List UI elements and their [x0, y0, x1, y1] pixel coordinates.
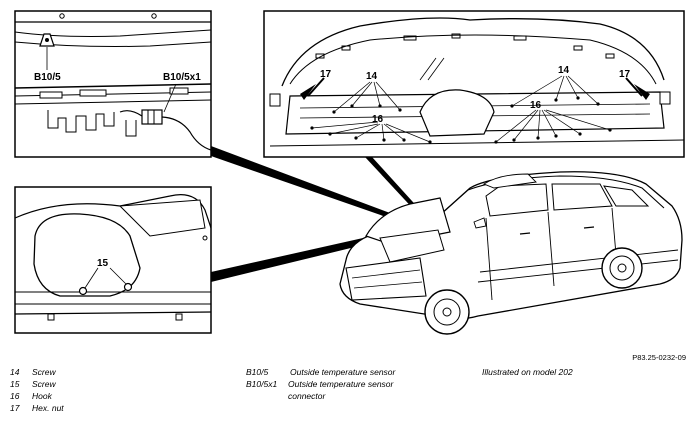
callout-b10-5: B10/5 [34, 72, 61, 83]
callout-15: 15 [97, 258, 109, 269]
callout-14-right: 14 [558, 65, 570, 76]
car-illustration [339, 171, 683, 335]
callout-17-left: 17 [320, 69, 332, 80]
callout-16-left: 16 [372, 114, 384, 125]
figure-id: P83.25-0232-09 [632, 353, 686, 362]
detail-pointer-lines [211, 146, 422, 282]
callout-b10-5x1: B10/5x1 [163, 72, 201, 83]
detail-panel-screws: 15 [14, 186, 212, 334]
callout-14-left: 14 [366, 71, 378, 82]
legend-right: Illustrated on model 202 [482, 367, 573, 377]
callout-16-right: 16 [530, 100, 542, 111]
detail-panel-sensor: B10/5 B10/5x1 [14, 10, 212, 158]
callout-17-right: 17 [619, 69, 631, 80]
detail-panel-hooks: 14 14 16 16 17 17 [263, 10, 685, 158]
legend-item: connector [288, 391, 326, 401]
